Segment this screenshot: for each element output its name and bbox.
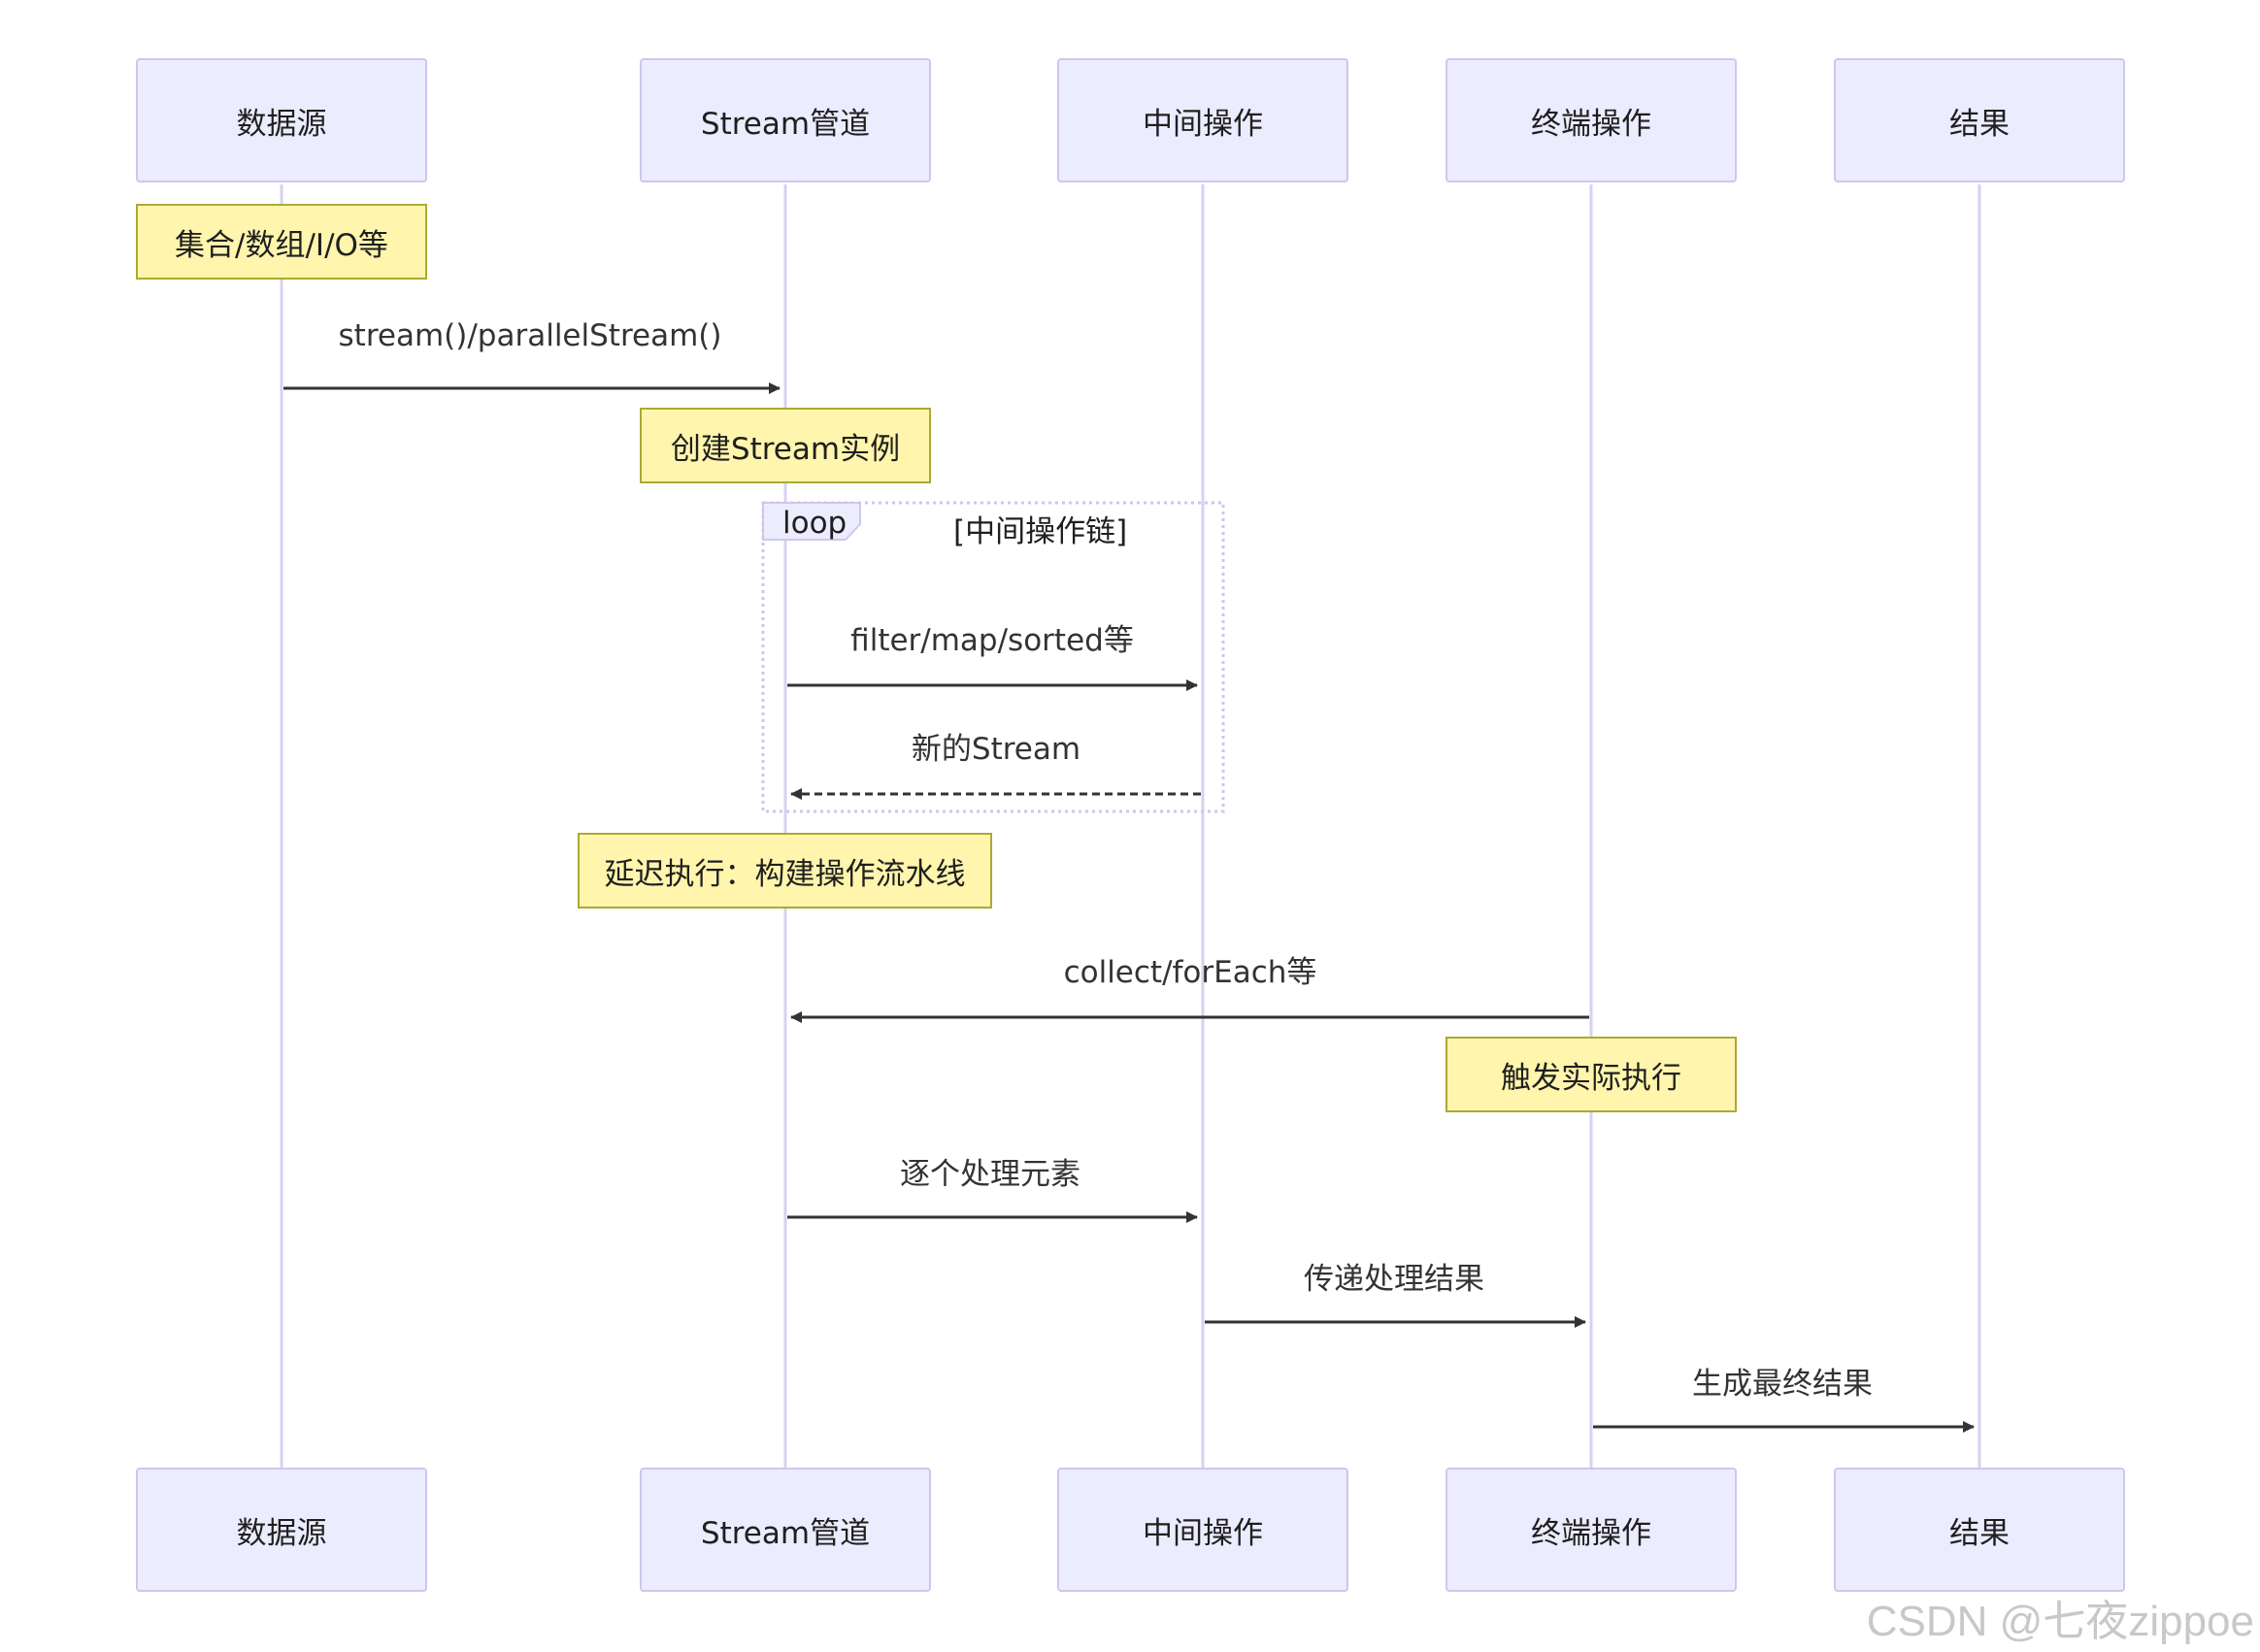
loop-tag-shape (762, 502, 861, 541)
actor-label: Stream管道 (700, 1515, 871, 1551)
actor-label: 结果 (1949, 106, 2010, 142)
actor-label: 终端操作 (1531, 106, 1651, 142)
loop-label: loop (782, 506, 848, 541)
actor-label: 结果 (1949, 1515, 2010, 1551)
actor-top-intermediate-ops: 中间操作 (1057, 58, 1348, 182)
actor-top-terminal-ops: 终端操作 (1446, 58, 1737, 182)
loop-condition: [中间操作链] (953, 514, 1128, 549)
actor-bottom-terminal-ops: 终端操作 (1446, 1468, 1737, 1592)
message-label-stream: stream()/parallelStream() (338, 318, 722, 353)
actor-label: 终端操作 (1531, 1515, 1651, 1551)
actor-bottom-data-source: 数据源 (136, 1468, 427, 1592)
actor-bottom-result: 结果 (1834, 1468, 2125, 1592)
actor-label: 数据源 (236, 1515, 327, 1551)
actor-label: 数据源 (236, 106, 327, 142)
message-label-process-elements: 逐个处理元素 (900, 1157, 1080, 1192)
loop-frame (761, 501, 1225, 813)
actor-label: 中间操作 (1143, 106, 1263, 142)
actor-label: 中间操作 (1143, 1515, 1263, 1551)
actor-top-stream-pipeline: Stream管道 (640, 58, 931, 182)
message-label-new-stream: 新的Stream (911, 732, 1081, 767)
actor-label: Stream管道 (700, 106, 871, 142)
message-label-final-result: 生成最终结果 (1692, 1367, 1873, 1402)
message-label-collect: collect/forEach等 (1063, 955, 1317, 990)
message-label-filter-map: filter/map/sorted等 (850, 623, 1134, 658)
note-source-types: 集合/数组/I/O等 (136, 204, 427, 280)
actor-bottom-stream-pipeline: Stream管道 (640, 1468, 931, 1592)
actor-bottom-intermediate-ops: 中间操作 (1057, 1468, 1348, 1592)
note-lazy-execution: 延迟执行：构建操作流水线 (578, 833, 992, 909)
message-label-pass-results: 传递处理结果 (1304, 1262, 1484, 1297)
watermark: CSDN @七夜zippoe (1866, 1598, 2254, 1645)
actor-top-result: 结果 (1834, 58, 2125, 182)
actor-top-data-source: 数据源 (136, 58, 427, 182)
note-create-stream: 创建Stream实例 (640, 408, 931, 483)
note-trigger-execution: 触发实际执行 (1446, 1037, 1737, 1112)
